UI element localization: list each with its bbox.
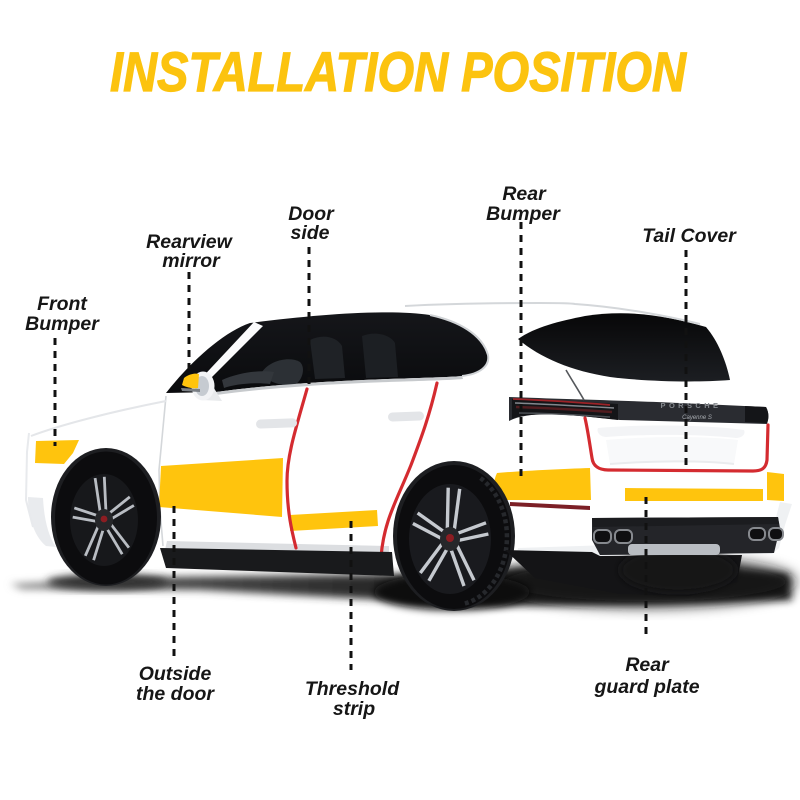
svg-text:mirror: mirror bbox=[162, 250, 221, 272]
svg-text:Bumper: Bumper bbox=[486, 203, 561, 225]
svg-text:guard plate: guard plate bbox=[593, 676, 699, 698]
svg-text:Bumper: Bumper bbox=[25, 313, 100, 335]
svg-text:Front: Front bbox=[37, 293, 88, 315]
svg-text:side: side bbox=[290, 222, 329, 244]
svg-text:Cayenne S: Cayenne S bbox=[682, 415, 712, 421]
svg-text:strip: strip bbox=[333, 698, 375, 720]
svg-text:Outside: Outside bbox=[139, 663, 212, 685]
svg-text:Rearview: Rearview bbox=[146, 231, 233, 253]
svg-text:Door: Door bbox=[288, 203, 335, 225]
svg-text:Rear: Rear bbox=[625, 654, 670, 676]
svg-text:PORSCHE: PORSCHE bbox=[661, 401, 722, 410]
svg-text:Threshold: Threshold bbox=[305, 678, 400, 700]
svg-text:INSTALLATION POSITION: INSTALLATION POSITION bbox=[110, 40, 687, 103]
svg-text:Rear: Rear bbox=[502, 183, 547, 205]
svg-text:the door: the door bbox=[136, 683, 215, 705]
svg-text:Tail Cover: Tail Cover bbox=[642, 225, 737, 247]
